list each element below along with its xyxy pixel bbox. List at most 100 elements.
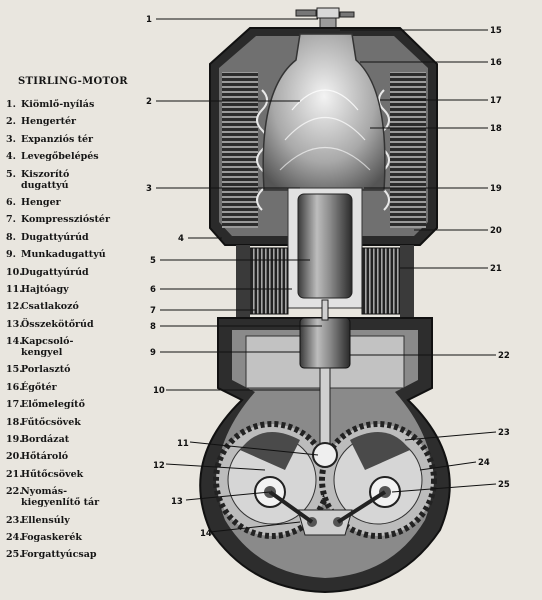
callout-number: 10 bbox=[153, 386, 165, 396]
legend-number: 14. bbox=[6, 336, 23, 348]
legend-label: Hajtóagy bbox=[21, 283, 69, 295]
legend-label: Kapcsoló- kengyel bbox=[21, 336, 74, 359]
legend-item: 10.Dugattyúrúd bbox=[6, 267, 146, 278]
legend-title: STIRLING-MOTOR bbox=[18, 76, 128, 87]
cooler-left bbox=[249, 247, 289, 315]
regenerator-coil-left bbox=[256, 89, 268, 211]
legend-item: 22.Nyomás- kiegyenlítő tár bbox=[6, 486, 146, 508]
legend-number: 17. bbox=[6, 399, 23, 411]
callout-number: 2 bbox=[146, 97, 152, 107]
legend-number: 13. bbox=[6, 318, 23, 330]
legend-label: Ellensúly bbox=[21, 514, 70, 526]
counterweight-right bbox=[350, 432, 410, 470]
legend-item: 13.Összekötőrúd bbox=[6, 319, 146, 330]
legend-number: 19. bbox=[6, 434, 23, 446]
legend-label: Forgattyúcsap bbox=[21, 549, 97, 561]
heater-tubes-left bbox=[222, 72, 258, 228]
legend-item: 17.Előmelegítő bbox=[6, 399, 146, 410]
callout-number: 21 bbox=[490, 264, 502, 274]
legend-number: 4. bbox=[6, 151, 16, 163]
legend-label: Levegőbelépés bbox=[21, 151, 99, 163]
callout-number: 23 bbox=[498, 428, 510, 438]
callout-number: 4 bbox=[178, 234, 184, 244]
legend-number: 5. bbox=[6, 168, 16, 180]
displacer-piston bbox=[297, 193, 353, 299]
callout-number: 17 bbox=[490, 96, 502, 106]
piston-rod bbox=[319, 367, 331, 449]
heater-tubes-right bbox=[390, 72, 426, 228]
legend-item: 8. Dugattyúrúd bbox=[6, 232, 146, 243]
legend-number: 1. bbox=[6, 99, 16, 110]
legend-item: 7.Kompresszióstér bbox=[6, 214, 146, 225]
callouts-right: 15 16 17 18 19 20 21 22 23 24 25 bbox=[478, 26, 510, 490]
legend-list: 1. Kiömlő-nyílás 2. Hengertér 3. Expanziós … bbox=[6, 99, 146, 560]
callout-number: 25 bbox=[498, 480, 510, 490]
legend-item: 4. Levegőbelépés bbox=[6, 151, 146, 162]
callout-lines bbox=[156, 18, 497, 533]
legend-item: 15.Porlasztó bbox=[6, 364, 146, 375]
legend-number: 24. bbox=[6, 531, 23, 543]
callout-number: 3 bbox=[146, 184, 152, 194]
legend-number: 6. bbox=[6, 196, 16, 208]
callout-number: 22 bbox=[498, 351, 510, 361]
legend-label: Égőtér bbox=[21, 381, 57, 393]
legend-number: 21. bbox=[6, 468, 23, 480]
legend-number: 2. bbox=[6, 116, 16, 128]
legend-item: 16.Égőtér bbox=[6, 382, 146, 393]
callout-number: 18 bbox=[490, 124, 502, 134]
callout-number: 11 bbox=[177, 439, 189, 449]
callout-number: 1 bbox=[146, 15, 152, 25]
legend-number: 20. bbox=[6, 451, 23, 463]
legend-label: Kiszorító dugattyú bbox=[21, 168, 70, 191]
legend-label: Bordázat bbox=[21, 434, 70, 446]
legend-number: 9. bbox=[6, 249, 16, 261]
legend-item: 12.Csatlakozó bbox=[6, 301, 146, 312]
legend-number: 18. bbox=[6, 416, 23, 428]
callout-number: 6 bbox=[150, 285, 156, 295]
callouts-left: 1 2 3 4 5 6 7 8 9 10 11 12 13 14 bbox=[146, 15, 212, 539]
legend-number: 8. bbox=[6, 231, 16, 243]
drive-hub bbox=[312, 442, 338, 468]
legend-label: Hengertér bbox=[21, 116, 77, 128]
legend-item: 5. Kiszorító dugattyú bbox=[6, 169, 146, 191]
legend-number: 22. bbox=[6, 486, 23, 498]
legend-item: 14.Kapcsoló- kengyel bbox=[6, 336, 146, 358]
legend-number: 16. bbox=[6, 381, 23, 393]
legend-item: 23.Ellensúly bbox=[6, 515, 146, 526]
legend-label: Kiömlő-nyílás bbox=[21, 99, 95, 110]
callout-number: 5 bbox=[150, 256, 156, 266]
legend-item: 11.Hajtóagy bbox=[6, 284, 146, 295]
callout-number: 16 bbox=[490, 58, 502, 68]
callout-number: 7 bbox=[150, 306, 156, 316]
callout-number: 15 bbox=[490, 26, 502, 36]
legend-label: Nyomás- kiegyenlítő tár bbox=[21, 486, 100, 509]
legend-number: 3. bbox=[6, 133, 16, 145]
callout-number: 8 bbox=[150, 322, 156, 332]
parts-legend: STIRLING-MOTOR 1. Kiömlő-nyílás 2. Hengert… bbox=[6, 76, 146, 567]
legend-label: Dugattyúrúd bbox=[21, 231, 89, 243]
legend-number: 10. bbox=[6, 266, 23, 278]
legend-label: Munkadugattyú bbox=[21, 249, 106, 261]
legend-item: 19.Bordázat bbox=[6, 434, 146, 445]
legend-label: Csatlakozó bbox=[21, 301, 79, 313]
legend-number: 23. bbox=[6, 514, 23, 526]
legend-number: 11. bbox=[6, 283, 23, 295]
legend-label: Fűtőcsövek bbox=[21, 416, 81, 428]
cooler-right bbox=[361, 247, 401, 315]
legend-number: 15. bbox=[6, 364, 23, 376]
callout-number: 20 bbox=[490, 226, 502, 236]
legend-label: Hőtároló bbox=[21, 451, 69, 463]
combustion-dome bbox=[262, 33, 386, 191]
legend-label: Expanziós tér bbox=[21, 133, 94, 145]
legend-item: 6. Henger bbox=[6, 197, 146, 208]
legend-item: 1. Kiömlő-nyílás bbox=[6, 99, 146, 110]
legend-item: 3. Expanziós tér bbox=[6, 134, 146, 145]
legend-label: Porlasztó bbox=[21, 364, 71, 376]
legend-label: Előmelegítő bbox=[21, 399, 85, 411]
callout-number: 13 bbox=[171, 497, 183, 507]
connecting-yoke bbox=[297, 509, 353, 536]
legend-number: 7. bbox=[6, 214, 16, 226]
legend-label: Fogaskerék bbox=[21, 531, 82, 543]
legend-label: Henger bbox=[21, 196, 61, 208]
legend-number: 25. bbox=[6, 549, 23, 561]
